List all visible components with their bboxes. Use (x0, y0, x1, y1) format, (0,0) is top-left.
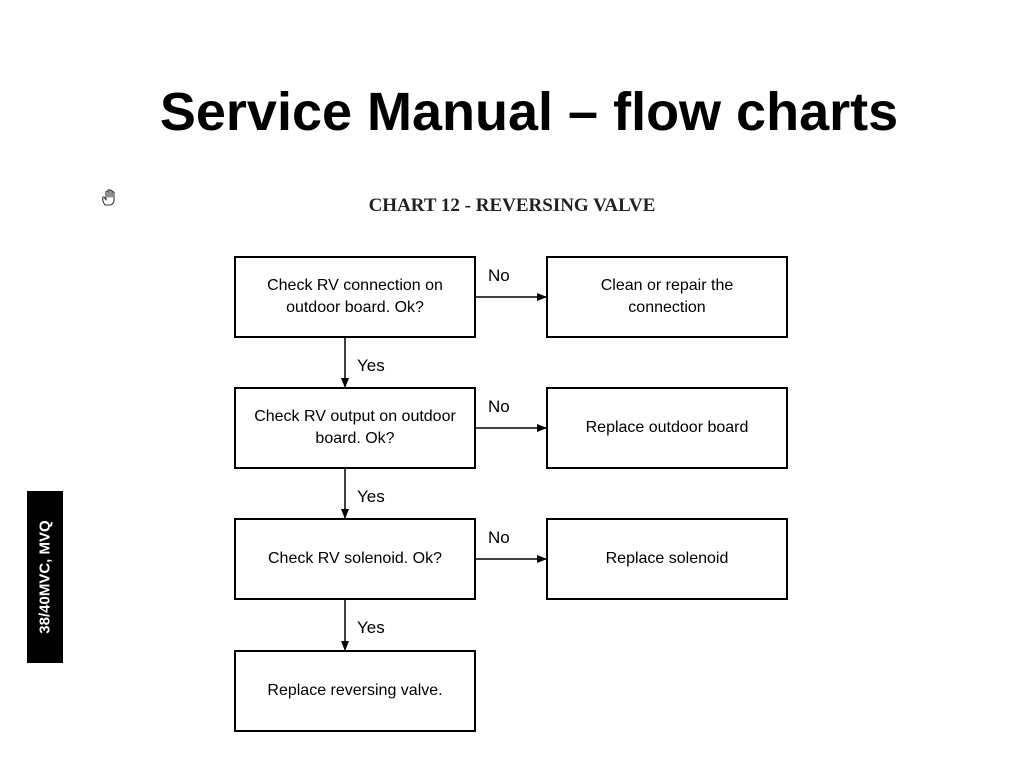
flowchart-node-n3: Check RV output on outdoor board. Ok? (234, 387, 476, 469)
flowchart-edge-label: No (488, 266, 510, 285)
flowchart-node-text: Replace reversing valve. (267, 680, 442, 702)
flowchart-edge-label: Yes (357, 487, 385, 506)
flowchart-edge-label: Yes (357, 356, 385, 375)
side-tab: 38/40MVC, MVQ (27, 491, 63, 663)
flowchart-node-line: board. Ok? (315, 430, 395, 447)
chart-heading: CHART 12 - REVERSING VALVE (368, 195, 656, 216)
slide-title: Service Manual – flow charts (159, 82, 899, 142)
flowchart-node-text: Replace outdoor board (586, 417, 749, 439)
flowchart-node-n1: Check RV connection on outdoor board. Ok? (234, 256, 476, 338)
flowchart-node-line: Replace outdoor board (585, 419, 749, 436)
flowchart-node-text: Replace solenoid (606, 548, 729, 570)
flowchart-node-line: Replace solenoid (605, 550, 729, 567)
flowchart-node-text: Check RV output on outdoor board. Ok? (254, 406, 456, 450)
flowchart-node-n5: Check RV solenoid. Ok? (234, 518, 476, 600)
flowchart-node-line: Clean or repair the (600, 277, 734, 294)
flowchart-node-n6: Replace solenoid (546, 518, 788, 600)
hand-icon (102, 189, 115, 206)
flowchart-node-n7: Replace reversing valve. (234, 650, 476, 732)
flowchart-node-text: Check RV connection on outdoor board. Ok? (267, 275, 443, 319)
flowchart-node-n4: Replace outdoor board (546, 387, 788, 469)
flowchart-edge-label: Yes (357, 618, 385, 637)
flowchart-node-text: Check RV solenoid. Ok? (268, 548, 442, 570)
flowchart-edge-label: No (488, 528, 510, 547)
flowchart-node-line: outdoor board. Ok? (286, 299, 424, 316)
flowchart-node-n2: Clean or repair the connection (546, 256, 788, 338)
flowchart-node-line: Check RV solenoid. Ok? (267, 550, 442, 567)
flowchart-node-text: Clean or repair the connection (601, 275, 734, 319)
flowchart-node-line: Check RV output on outdoor (254, 408, 456, 425)
flowchart-edge-label: No (488, 397, 510, 416)
flowchart-node-line: Replace reversing valve. (267, 682, 443, 699)
flowchart-node-line: Check RV connection on (267, 277, 443, 294)
flowchart-node-line: connection (628, 299, 706, 316)
